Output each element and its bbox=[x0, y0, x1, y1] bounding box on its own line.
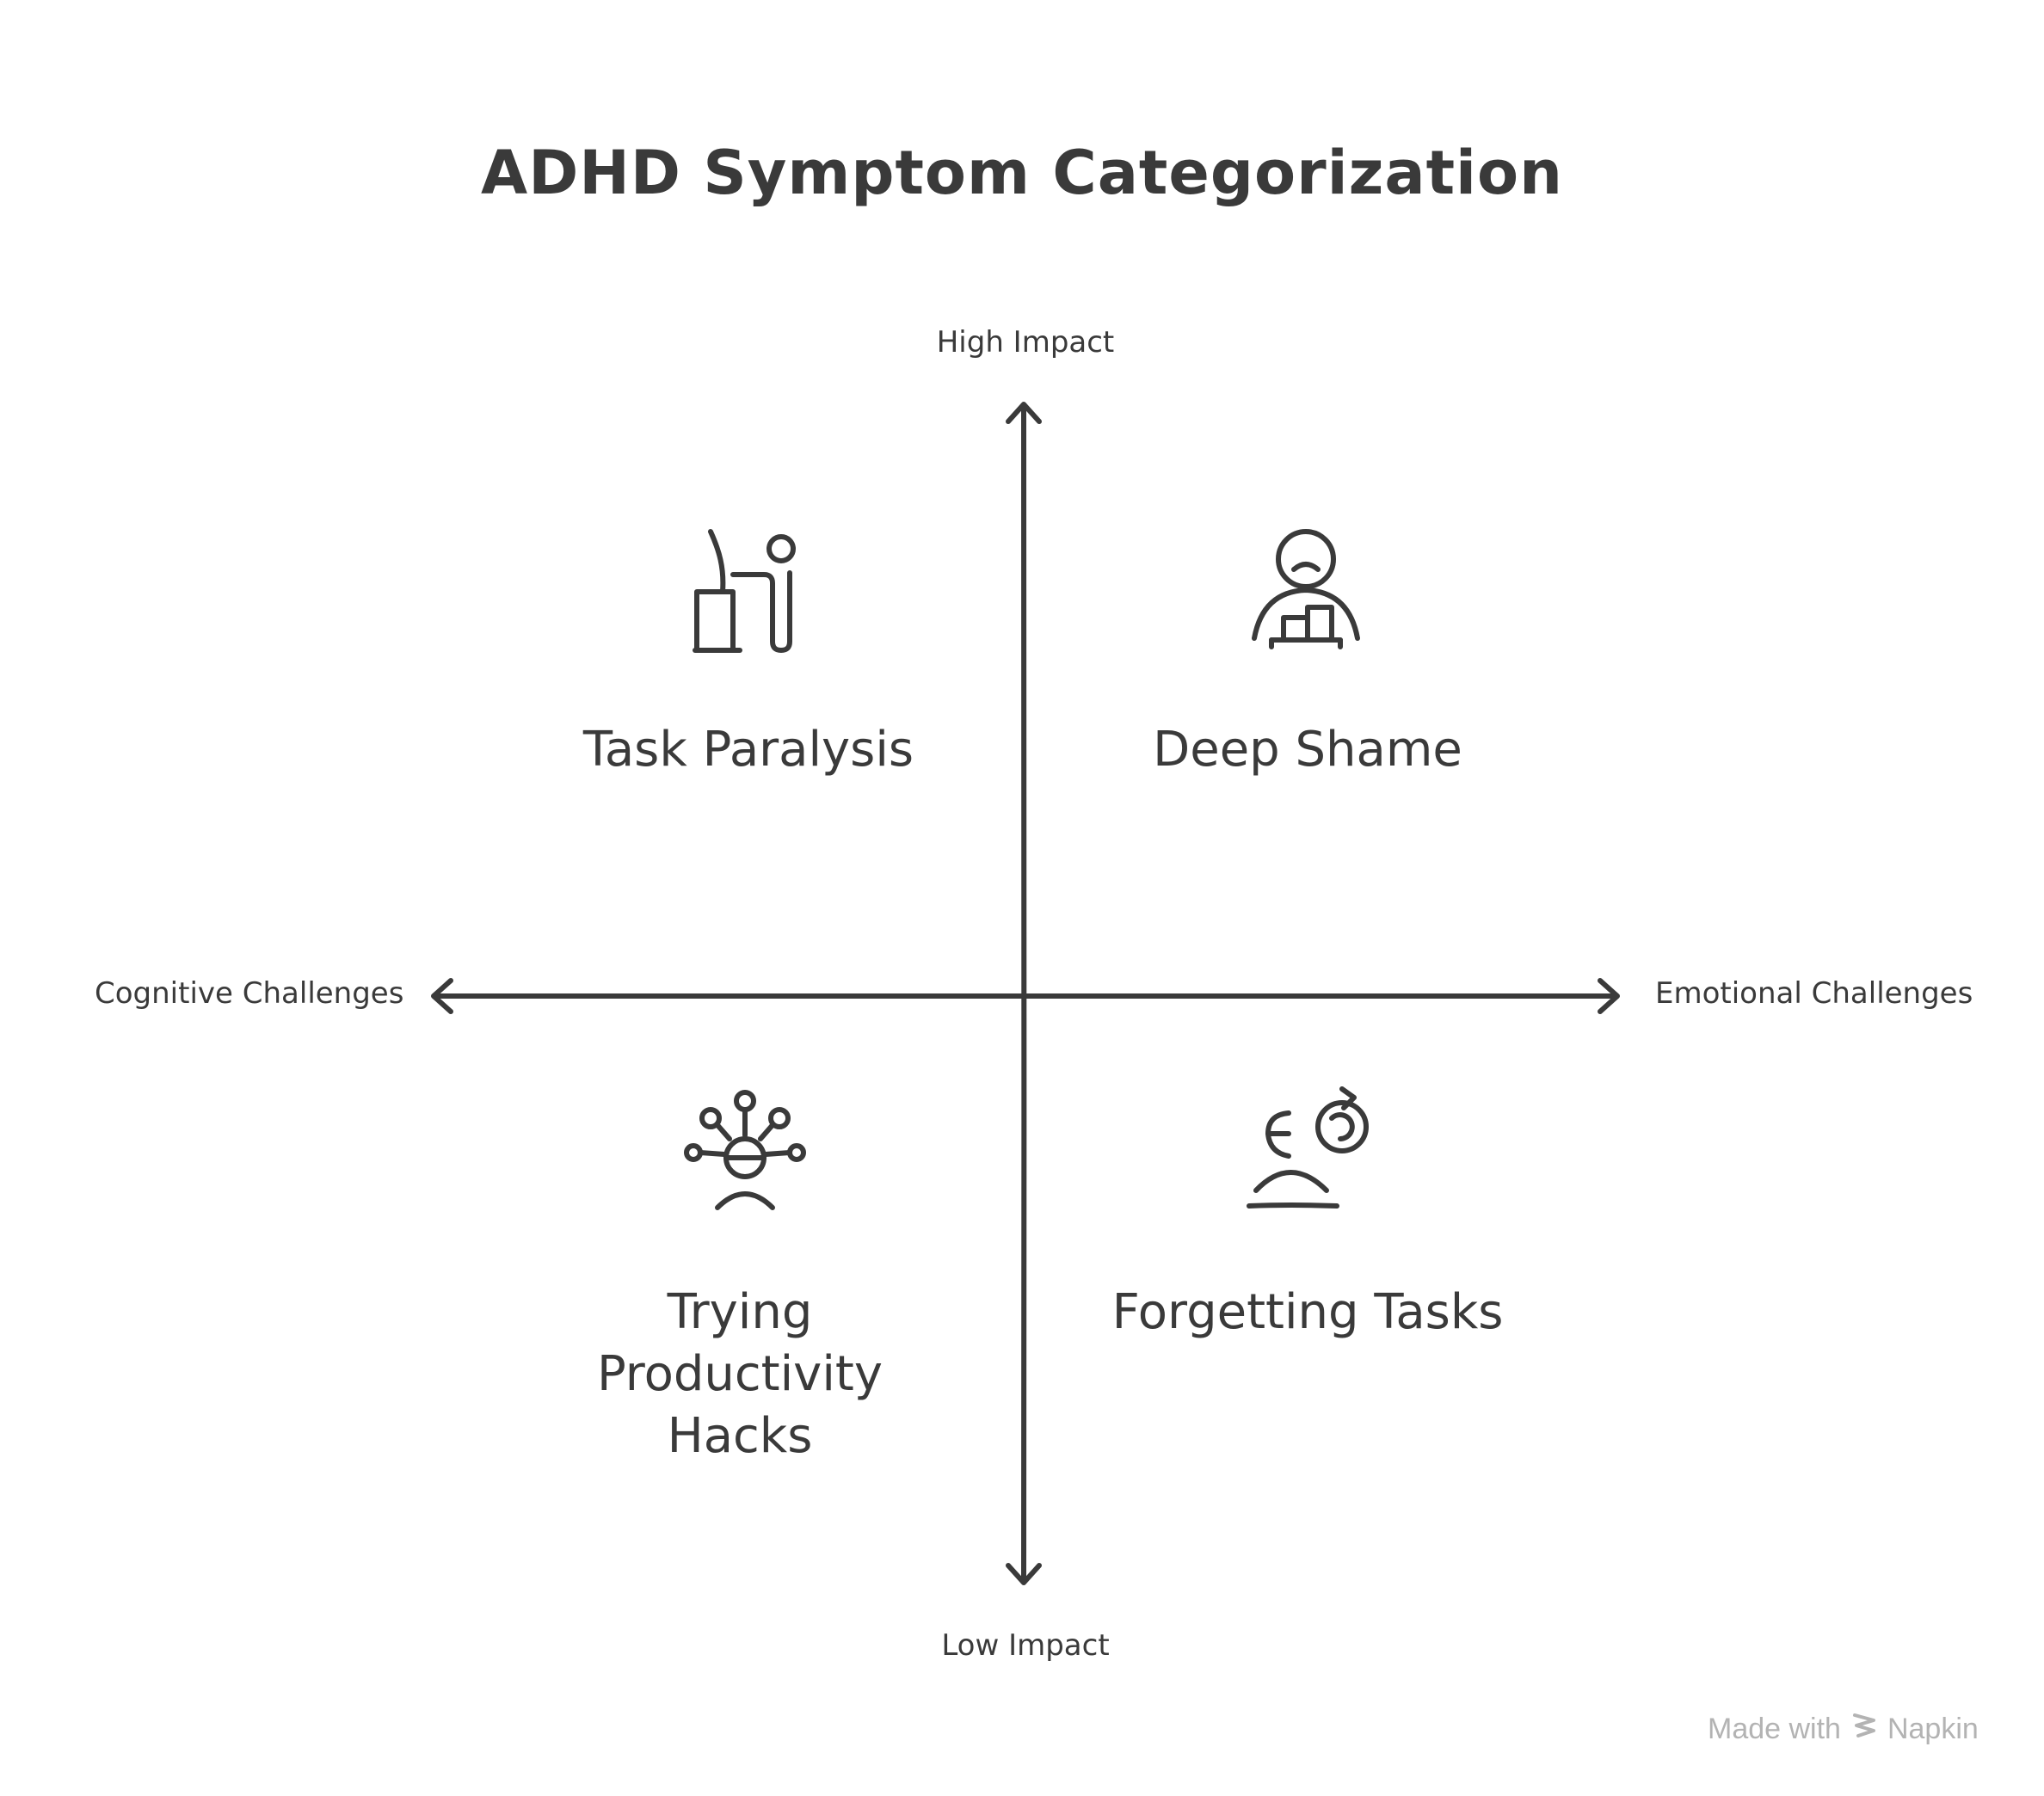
axis-label-high-impact: High Impact bbox=[936, 325, 1115, 360]
person-with-ideas-icon bbox=[684, 1090, 806, 1210]
quadrant-label-trying-productivity-hacks: Trying Productivity Hacks bbox=[597, 1284, 883, 1464]
quadrant-label-forgetting-tasks: Forgetting Tasks bbox=[1111, 1284, 1504, 1340]
axis-label-emotional-challenges: Emotional Challenges bbox=[1655, 976, 1973, 1011]
horizontal-axis bbox=[433, 992, 1618, 1000]
sad-person-icon bbox=[1252, 529, 1360, 649]
vertical-axis bbox=[1020, 403, 1027, 1584]
watermark-brand: Napkin bbox=[1887, 1713, 1979, 1745]
napkin-watermark[interactable]: Made with Napkin bbox=[1708, 1712, 1979, 1747]
person-with-reload-icon bbox=[1247, 1086, 1369, 1209]
diagram-title: ADHD Symptom Categorization bbox=[481, 138, 1563, 208]
watermark-prefix: Made with bbox=[1708, 1713, 1841, 1745]
up-arrowhead bbox=[1006, 402, 1042, 424]
person-at-desk-icon bbox=[693, 529, 796, 653]
napkin-logo-icon bbox=[1851, 1712, 1877, 1747]
quadrant-label-task-paralysis: Task Paralysis bbox=[582, 722, 914, 778]
axis-label-cognitive-challenges: Cognitive Challenges bbox=[95, 976, 404, 1011]
quadrant-label-deep-shame: Deep Shame bbox=[1153, 722, 1462, 778]
right-arrowhead bbox=[1598, 978, 1620, 1014]
down-arrowhead bbox=[1006, 1563, 1042, 1585]
left-arrowhead bbox=[431, 978, 453, 1014]
axis-label-low-impact: Low Impact bbox=[941, 1628, 1110, 1663]
